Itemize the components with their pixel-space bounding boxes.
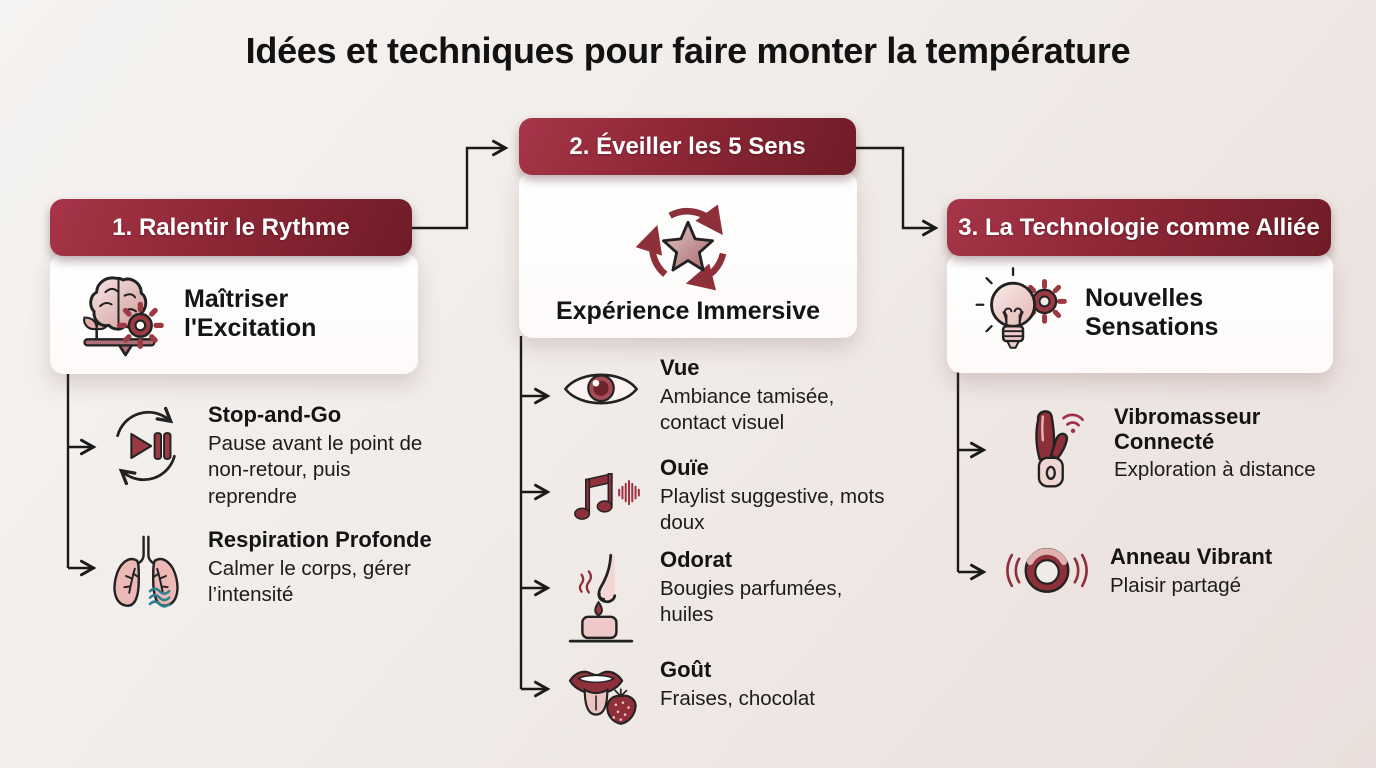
item-title: Stop-and-Go [208, 402, 342, 427]
brain-balance-icon [74, 266, 170, 362]
item-desc: Exploration à distance [1114, 458, 1316, 482]
list-item-anneau: Anneau Vibrant Plaisir partagé [1002, 533, 1350, 605]
item-desc: Ambiance tamisée, contact visuel [660, 384, 835, 435]
star-cycle-icon [636, 193, 740, 297]
section-3-header: 3. La Technologie comme Alliée [947, 199, 1331, 256]
section-3-header-label: 3. La Technologie comme Alliée [958, 213, 1320, 241]
list-item-vue: Vue Ambiance tamisée, contact visuel [560, 355, 900, 437]
lungs-icon [102, 528, 190, 616]
list-item-vibromasseur: Vibromasseur Connecté Exploration à dist… [1012, 404, 1354, 499]
item-title: Odorat [660, 547, 733, 572]
item-desc: Playlist suggestive, mots doux [660, 484, 885, 535]
vibrating-ring-icon [1002, 533, 1092, 605]
section-1-header-label: 1. Ralentir le Rythme [112, 213, 350, 241]
section-2-header: 2. Éveiller les 5 Sens [519, 118, 856, 175]
eye-icon [560, 364, 642, 414]
section-2-card: Expérience Immersive [519, 171, 857, 338]
section-3-card-label: Nouvelles Sensations [1085, 284, 1219, 341]
page-title: Idées et techniques pour faire monter la… [245, 30, 1131, 71]
nose-candle-icon [560, 552, 642, 646]
section-1-card: Maîtriser l'Excitation [50, 253, 418, 374]
item-desc: Bougies parfumées, huiles [660, 576, 843, 627]
section-1-header: 1. Ralentir le Rythme [50, 199, 412, 256]
section-3-card: Nouvelles Sensations [947, 253, 1333, 373]
list-item-respiration: Respiration Profonde Calmer le corps, gé… [102, 527, 432, 616]
connected-vibrator-icon [1012, 407, 1096, 499]
play-pause-cycle-icon [102, 403, 190, 489]
list-item-gout: Goût Fraises, chocolat [560, 650, 900, 730]
item-title: Vue [660, 355, 700, 380]
list-item-ouie: Ouïe Playlist suggestive, mots doux [560, 455, 900, 537]
bulb-gear-icon [975, 267, 1071, 359]
item-desc: Pause avant le point de non-retour, puis… [208, 431, 423, 508]
section-2-header-label: 2. Éveiller les 5 Sens [569, 132, 806, 160]
list-item-odorat: Odorat Bougies parfumées, huiles [560, 547, 900, 646]
mouth-strawberry-icon [560, 654, 642, 730]
item-title: Respiration Profonde [208, 527, 432, 552]
item-desc: Plaisir partagé [1110, 573, 1242, 597]
item-title: Goût [660, 657, 712, 682]
music-note-icon [560, 466, 642, 528]
item-title: Anneau Vibrant [1110, 544, 1273, 569]
item-desc: Calmer le corps, gérer l’intensité [208, 556, 411, 607]
item-title: Vibromasseur Connecté [1114, 404, 1261, 454]
section-1-card-label: Maîtriser l'Excitation [184, 284, 317, 342]
item-desc: Fraises, chocolat [660, 686, 815, 710]
section-2-card-label: Expérience Immersive [555, 297, 821, 325]
list-item-stop-and-go: Stop-and-Go Pause avant le point de non-… [102, 402, 430, 511]
item-title: Ouïe [660, 455, 709, 480]
